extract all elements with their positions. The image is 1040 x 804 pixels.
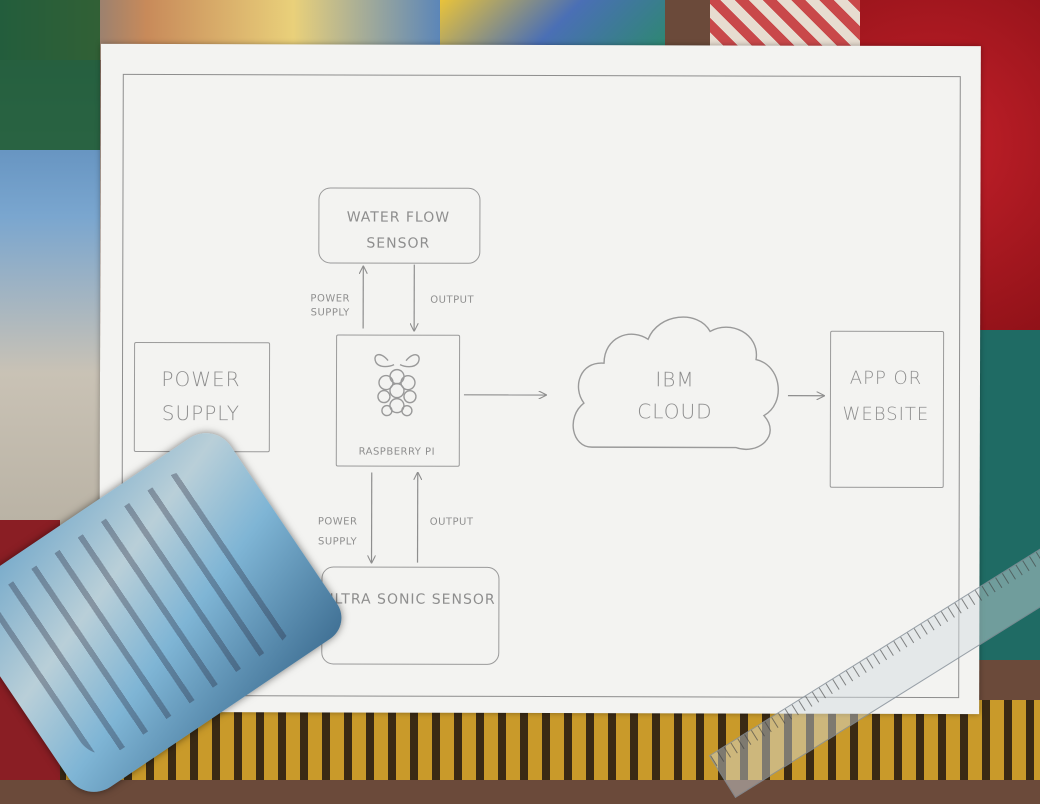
photo-scene: WATER FLOW SENSOR POWER SUPPLY RASPBERRY… xyxy=(0,0,1040,780)
green-box xyxy=(0,0,100,150)
